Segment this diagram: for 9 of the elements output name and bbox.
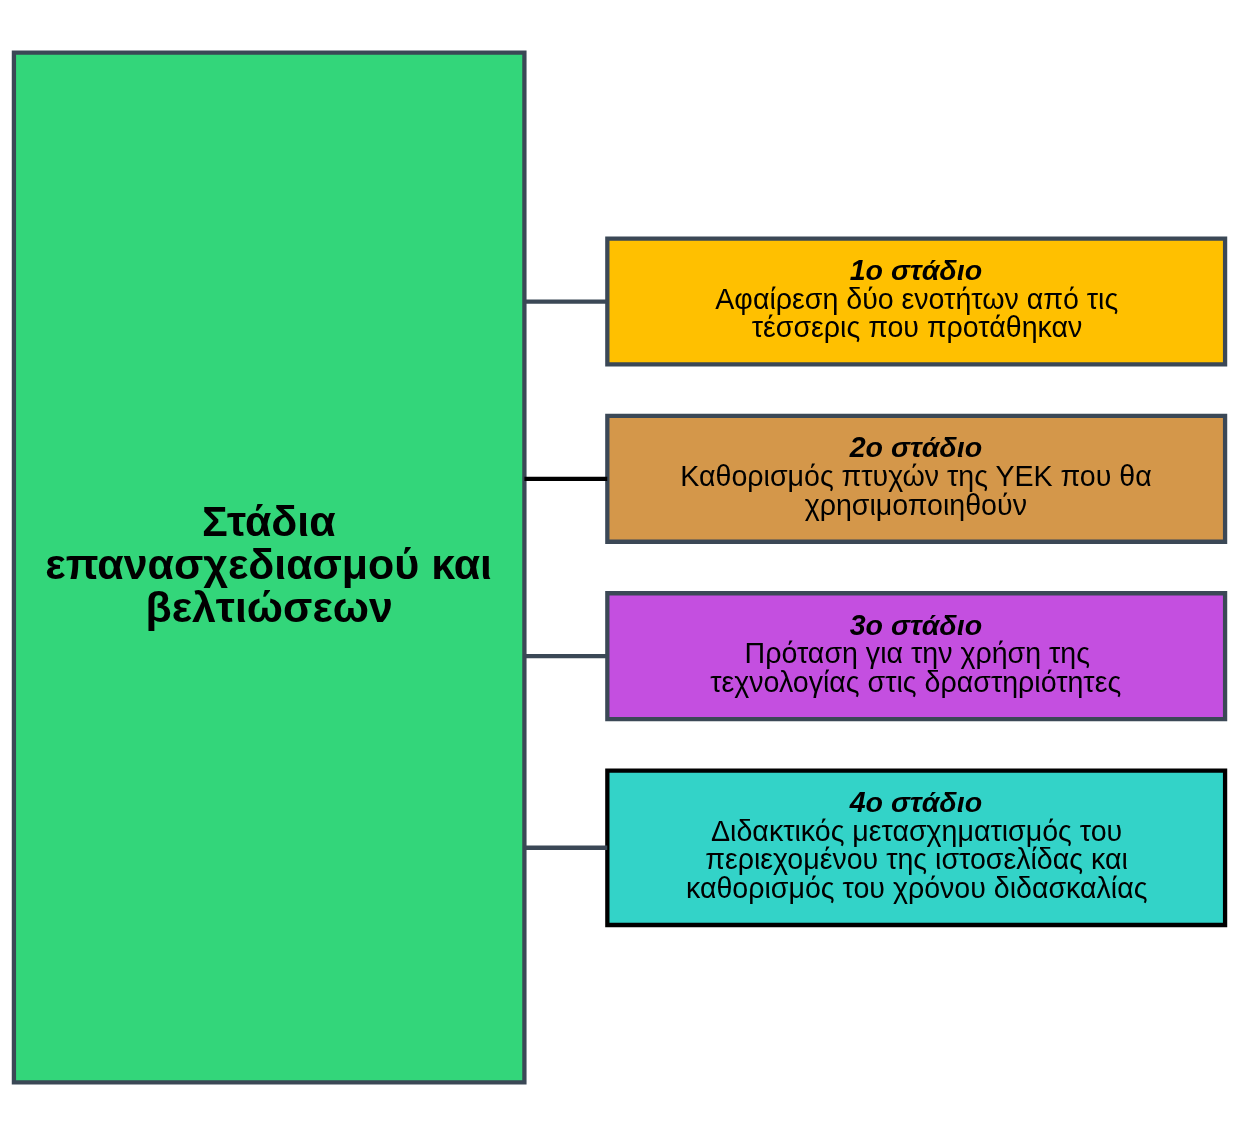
connector (524, 654, 608, 659)
connector (524, 299, 608, 304)
node-box: 3ο στάδιο Πρόταση για την χρήση της τεχνολογίας στις δραστηριότητες (605, 591, 1228, 722)
node-box: 1ο στάδιο Αφαίρεση δύο ενοτήτων από τις τέσσερις που προτάθηκαν (605, 236, 1228, 367)
node-box: Στάδια επανασχεδιασμού και βελτιώσεων (11, 50, 527, 1085)
connector (524, 476, 608, 481)
connector (524, 845, 608, 850)
node-box: 4ο στάδιο Διδακτικός μετασχηματισμός του περιεχομένου της ιστοσελίδας και καθορισμός του χρόνου διδασκαλίας (605, 768, 1228, 928)
node-box: 2ο στάδιο Καθορισμός πτυχών της ΥΕΚ που θα χρησιμοποιηθούν (605, 413, 1228, 544)
